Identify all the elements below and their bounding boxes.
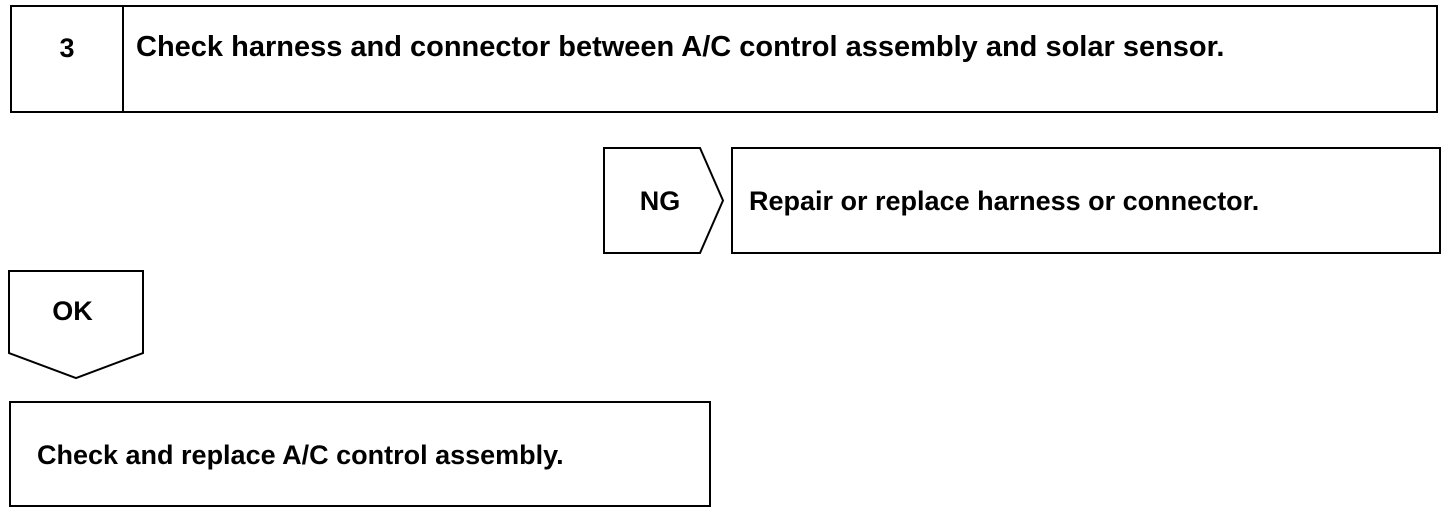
step-number-cell: 3 [12, 7, 124, 111]
final-action-text: Check and replace A/C control assembly. [37, 440, 564, 470]
ng-action-text: Repair or replace harness or connector. [749, 186, 1260, 216]
ng-arrow-shape [603, 147, 725, 254]
step-box: 3 Check harness and connector between A/… [10, 5, 1438, 113]
step-title: Check harness and connector between A/C … [136, 31, 1225, 63]
ok-label: OK [52, 296, 93, 326]
ng-label: NG [639, 186, 681, 216]
ng-action-box: Repair or replace harness or connector. [731, 147, 1441, 254]
ok-arrow-shape [8, 270, 144, 380]
step-number: 3 [59, 33, 75, 63]
final-action-box: Check and replace A/C control assembly. [9, 401, 711, 507]
